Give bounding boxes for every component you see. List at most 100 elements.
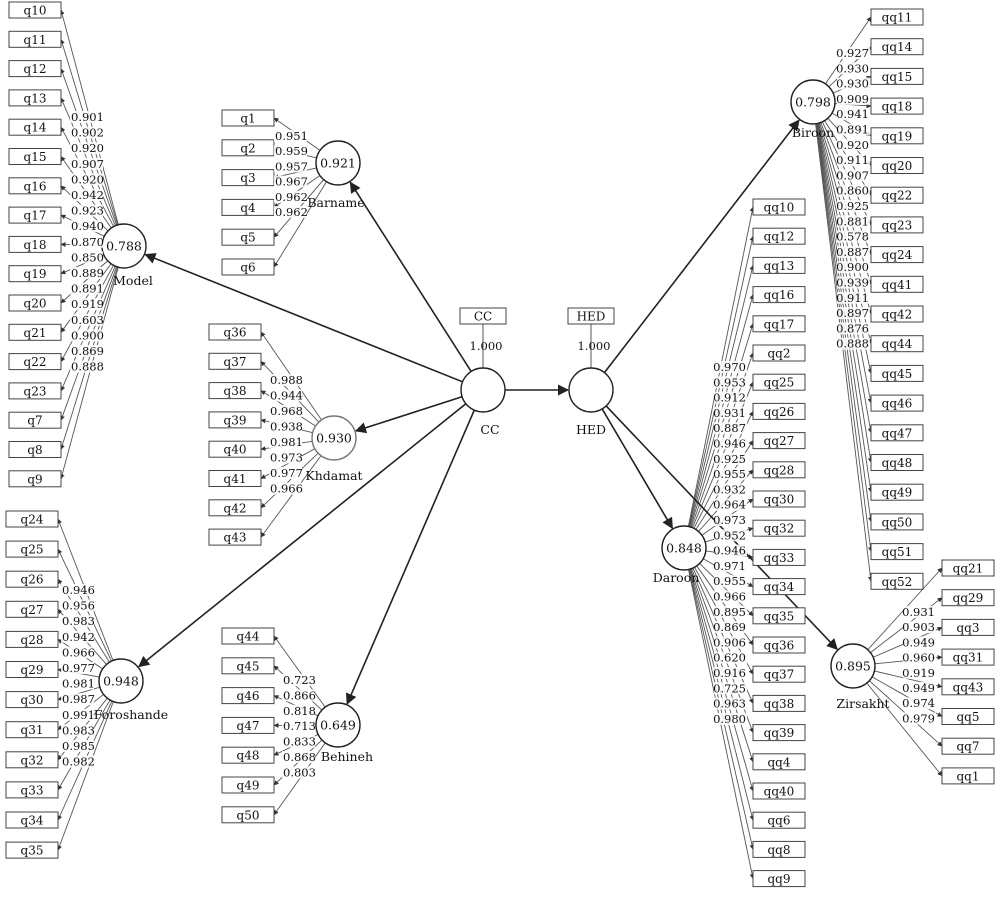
biroon-loading-qq15: 0.930 [836, 77, 869, 91]
indicator-label-qq7: qq7 [957, 740, 980, 754]
indicator-label-qq4: qq4 [768, 755, 791, 769]
loading-label-bg [269, 436, 302, 448]
indicator-box-qq42 [870, 305, 924, 323]
zirsakht-loading-arrow [866, 682, 943, 777]
indicator-box-q6 [221, 258, 275, 276]
indicator-label-qq16: qq16 [764, 288, 795, 302]
model-loading-q14: 0.920 [71, 172, 104, 186]
indicator-label-q31: q31 [21, 723, 44, 737]
indicator-label-q38: q38 [224, 384, 247, 398]
indicator-box-q43 [208, 528, 262, 546]
behineh-loading-q45: 0.866 [283, 688, 316, 702]
loading-label-bg [282, 766, 315, 779]
loading-label-bg [714, 682, 747, 695]
loading-label-bg [274, 145, 307, 158]
indicator-box-q24 [5, 510, 59, 528]
indicator-box-qq19 [870, 127, 924, 145]
model-loading-q20: 0.889 [71, 266, 104, 280]
hed-indicator-box [567, 307, 615, 325]
indicator-label-qq38: qq38 [764, 697, 795, 711]
biroon-loading-arrow [815, 123, 873, 582]
loading-label-bg [70, 126, 103, 139]
khdamat-loading-q43: 0.966 [270, 482, 303, 496]
latent-zirsakht [830, 643, 876, 689]
behineh-loading-q48: 0.833 [283, 735, 316, 749]
indicator-box-qq29 [941, 589, 995, 607]
indicator-label-q7: q7 [27, 414, 42, 428]
loading-label-bg [714, 468, 747, 481]
indicator-box-q16 [8, 177, 62, 195]
indicator-label-q49: q49 [237, 779, 260, 793]
indicator-label-q46: q46 [237, 689, 260, 703]
indicator-box-q19 [8, 265, 62, 283]
daroon-loading-qq2: 0.946 [713, 437, 746, 451]
model-loading-arrow [60, 266, 117, 421]
loading-label-bg [837, 291, 870, 304]
loading-label-bg [837, 261, 870, 274]
indicator-box-qq44 [870, 335, 924, 353]
indicator-label-qq22: qq22 [882, 189, 913, 203]
behineh-loading-arrow [273, 665, 323, 711]
indicator-label-qq14: qq14 [882, 40, 913, 54]
loading-label-bg [903, 651, 936, 664]
indicator-box-q37 [208, 352, 262, 370]
indicator-label-qq30: qq30 [764, 493, 795, 507]
indicator-label-q39: q39 [224, 413, 247, 427]
foroshande-loading-q30: 0.981 [62, 677, 95, 691]
indicator-label-qq27: qq27 [764, 434, 795, 448]
indicator-label-q10: q10 [24, 4, 47, 18]
indicator-box-q36 [208, 323, 262, 341]
indicator-box-qq21 [941, 559, 995, 577]
indicator-label-q16: q16 [24, 179, 47, 193]
barname-loading-q1: 0.951 [275, 129, 308, 143]
daroon-loading-qq13: 0.912 [713, 391, 746, 405]
latent-daroon [661, 525, 707, 571]
indicator-label-q44: q44 [237, 630, 260, 644]
latent-biroon [790, 79, 836, 125]
loading-label-bg [714, 544, 747, 557]
indicator-box-qq6 [752, 811, 806, 829]
indicator-label-q5: q5 [240, 231, 255, 245]
indicator-label-q23: q23 [24, 384, 47, 398]
indicator-box-q39 [208, 411, 262, 429]
indicator-box-q32 [5, 751, 59, 769]
zirsakht-r-squared: 0.895 [835, 659, 871, 674]
indicator-label-q50: q50 [237, 808, 260, 822]
loading-label-bg [70, 345, 103, 357]
indicator-label-q18: q18 [24, 238, 47, 252]
loading-label-bg [837, 200, 870, 212]
barname-name-label: Barname [307, 195, 364, 210]
indicator-label-qq19: qq19 [882, 129, 913, 143]
khdamat-loading-arrow [260, 452, 319, 509]
model-loading-q8: 0.869 [71, 344, 104, 358]
indicator-box-q34 [5, 811, 59, 829]
indicator-box-qq18 [870, 97, 924, 115]
loading-label-bg [70, 142, 103, 155]
daroon-loading-qq8: 0.963 [713, 697, 746, 711]
indicator-label-q34: q34 [21, 814, 44, 828]
daroon-loading-qq38: 0.869 [713, 620, 746, 634]
loading-label-bg [714, 376, 747, 389]
behineh-loading-arrow [273, 635, 326, 708]
loading-label-bg [837, 169, 870, 182]
loading-label-bg [837, 215, 870, 228]
indicator-box-qq40 [752, 782, 806, 800]
loading-label-bg [269, 389, 302, 402]
indicator-box-q35 [5, 841, 59, 859]
daroon-loading-qq28: 0.964 [713, 498, 746, 512]
indicator-label-qq9: qq9 [768, 872, 791, 886]
loading-label-bg [837, 184, 870, 197]
loading-label-bg [61, 755, 94, 768]
latent-barname [315, 140, 361, 186]
indicator-label-qq20: qq20 [882, 159, 913, 173]
model-loading-arrow [59, 266, 118, 450]
daroon-loading-arrow [690, 568, 754, 763]
loading-label-bg [714, 559, 747, 572]
loading-label-bg [903, 606, 936, 618]
indicator-label-q2: q2 [240, 141, 255, 155]
indicator-box-qq5 [941, 708, 995, 725]
loading-label-bg [70, 220, 103, 233]
indicator-label-q21: q21 [24, 326, 47, 340]
indicator-box-q22 [8, 353, 62, 371]
